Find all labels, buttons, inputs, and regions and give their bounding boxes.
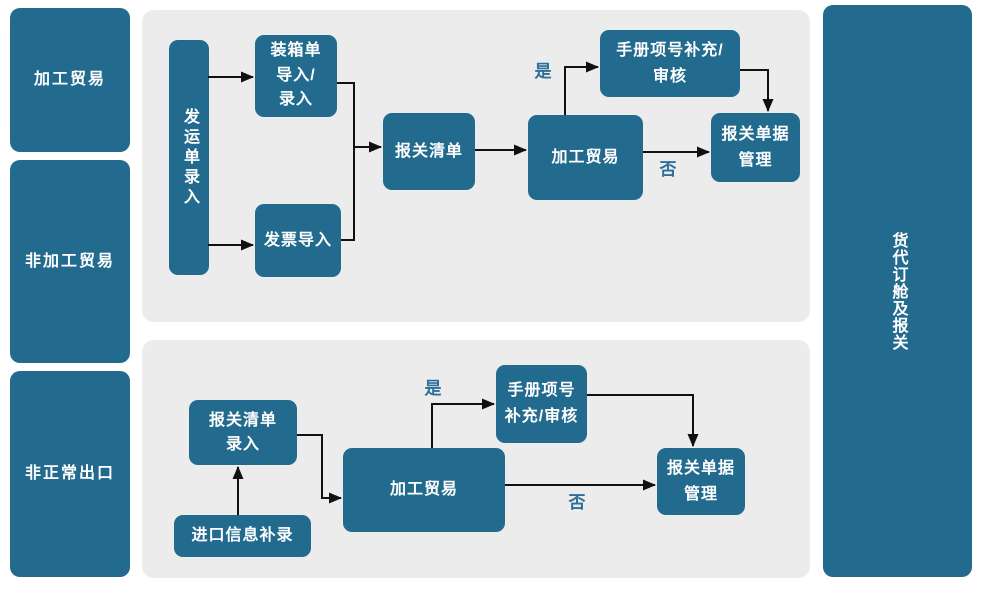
node-shipment-entry-label: 发运单录入 — [181, 107, 198, 208]
node-processing-trade-bottom: 加工贸易 — [343, 448, 505, 532]
lane-abnormal-export-label: 非正常出口 — [24, 465, 115, 483]
branch-label-no-top: 否 — [659, 160, 677, 179]
node-packing-list-import: 装箱单 导入/ 录入 — [255, 35, 337, 117]
node-shipment-entry: 发运单录入 — [169, 40, 209, 275]
node-processing-trade-top-label: 加工贸易 — [551, 148, 620, 166]
lane-processing-trade: 加工贸易 — [10, 8, 130, 152]
node-processing-trade-bottom-label: 加工贸易 — [389, 481, 458, 499]
node-import-info-entry: 进口信息补录 — [174, 515, 311, 557]
node-declaration-list-label: 报关清单 — [394, 142, 463, 160]
node-manual-item-check-bottom-label: 手册项号 补充/审核 — [504, 382, 579, 425]
node-import-info-entry-label: 进口信息补录 — [191, 527, 294, 545]
node-manual-item-check-top-label: 手册项号补充/ 审核 — [616, 41, 724, 85]
node-declaration-doc-mgmt-bottom: 报关单据 管理 — [657, 448, 745, 515]
node-declaration-doc-mgmt-top: 报关单据 管理 — [711, 113, 800, 182]
node-manual-item-check-top: 手册项号补充/ 审核 — [600, 30, 740, 97]
node-declaration-list-entry: 报关清单 录入 — [189, 400, 297, 465]
node-declaration-list: 报关清单 — [383, 113, 475, 190]
branch-label-no-bottom: 否 — [568, 493, 586, 512]
node-declaration-list-entry-label: 报关清单 录入 — [208, 411, 277, 453]
node-packing-list-import-label: 装箱单 导入/ 录入 — [270, 41, 322, 109]
node-declaration-doc-mgmt-top-label: 报关单据 管理 — [721, 125, 790, 169]
node-manual-item-check-bottom: 手册项号 补充/审核 — [496, 365, 587, 443]
node-invoice-import: 发票导入 — [255, 204, 341, 277]
branch-label-yes-bottom: 是 — [424, 379, 442, 398]
node-invoice-import-label: 发票导入 — [263, 231, 332, 249]
node-processing-trade-top: 加工贸易 — [528, 115, 643, 200]
branch-label-yes-top: 是 — [534, 62, 552, 81]
lane-abnormal-export: 非正常出口 — [10, 371, 130, 577]
node-declaration-doc-mgmt-bottom-label: 报关单据 管理 — [666, 459, 735, 503]
lane-freight-booking-customs: 货代订舱及报关 — [823, 5, 972, 577]
lane-processing-trade-label: 加工贸易 — [33, 71, 106, 89]
lane-freight-booking-customs-label: 货代订舱及报关 — [889, 231, 907, 351]
lane-non-processing-trade-label: 非加工贸易 — [24, 252, 115, 270]
lane-non-processing-trade: 非加工贸易 — [10, 160, 130, 363]
